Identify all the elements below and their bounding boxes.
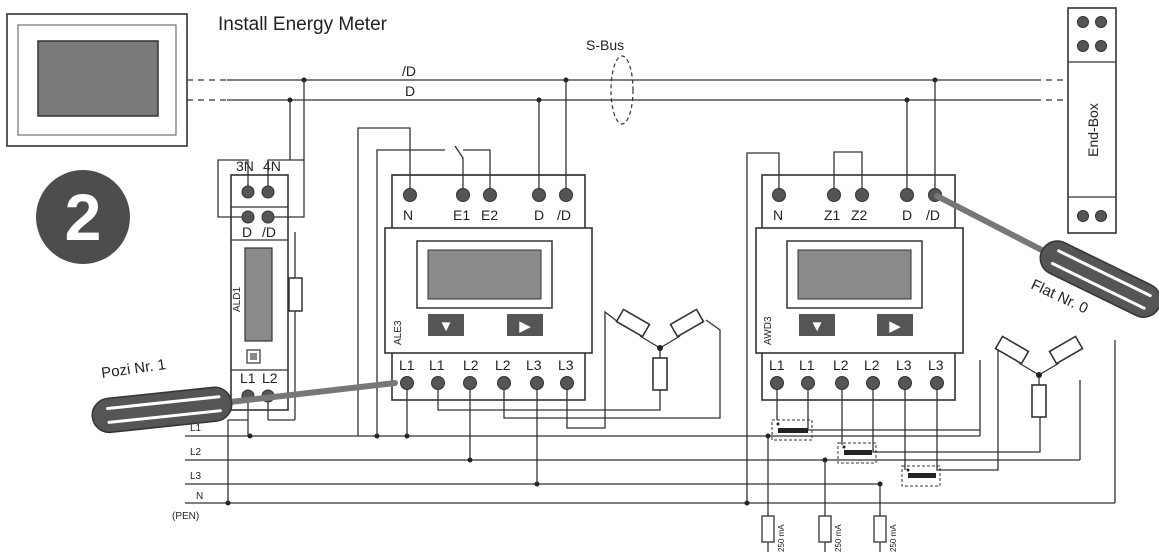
ale3-term-nd-label: /D: [557, 207, 571, 223]
ale3-term-l2b-label: L2: [495, 357, 511, 373]
current-transformers: [771, 419, 941, 487]
ald1-resistor: [288, 277, 303, 312]
end-box-frame: [1067, 7, 1117, 234]
line-l3-label: L3: [190, 471, 202, 482]
fuse-3-rating: 250 mA: [889, 524, 898, 552]
ald1-module: 3N 4N D /D ALD1 L1 L2: [217, 80, 305, 503]
ale3-btn-down-glyph: ▼: [439, 318, 454, 335]
display-screen: [37, 40, 159, 117]
step-badge: [36, 170, 130, 264]
bus-lines: /D D S-Bus: [187, 37, 1068, 125]
fuse-1: [761, 515, 775, 543]
screwdriver-flat: Flat Nr. 0: [934, 193, 1159, 318]
line-n-label: N: [196, 491, 203, 502]
ale3-term-l1a-label: L1: [399, 357, 415, 373]
ale3-load-star: [615, 308, 705, 391]
awd3-term-z2-label: Z2: [851, 207, 868, 223]
awd3-module: N Z1 Z2 D /D ▼ ▶ AWD3 L1 L1 L2 L2 L3 L3: [746, 80, 1041, 503]
awd3-term-l1b-label: L1: [799, 357, 815, 373]
display-frame-inner: [17, 24, 177, 136]
awd3-btn-right-glyph: ▶: [889, 318, 901, 335]
awd3-btn-down-glyph: ▼: [810, 318, 825, 335]
screwdriver-flat-handle: [1039, 240, 1159, 318]
ale3-term-l3a-label: L3: [526, 357, 542, 373]
awd3-btn-down: [799, 314, 835, 336]
awd3-term-l2a-label: L2: [833, 357, 849, 373]
fuse-1-rating: 250 mA: [777, 524, 786, 552]
fuses: 250 mA 250 mA 250 mA: [761, 436, 898, 552]
ald1-term-3n-label: 3N: [236, 158, 254, 174]
end-box-label: End-Box: [1085, 103, 1101, 157]
ald1-term-l2-label: L2: [262, 370, 278, 386]
ale3-term-l2a-label: L2: [463, 357, 479, 373]
awd3-name: AWD3: [763, 316, 774, 345]
ale3-term-l1b-label: L1: [429, 357, 445, 373]
awd3-btn-right: [877, 314, 913, 336]
ale3-term-e1-label: E1: [453, 207, 470, 223]
ald1-name: ALD1: [232, 287, 243, 312]
screwdriver-pozi-shaft: [227, 380, 398, 405]
fuse-3: [873, 515, 887, 543]
ald1-display: [244, 247, 273, 342]
ald1-term-nd-label: /D: [262, 224, 276, 240]
sbus-label: S-Bus: [586, 37, 624, 53]
ale3-name: ALE3: [393, 320, 404, 345]
line-pen-label: (PEN): [172, 511, 199, 522]
awd3-term-l3b-label: L3: [928, 357, 944, 373]
awd3-term-l3a-label: L3: [896, 357, 912, 373]
bus-line-nd-label: /D: [402, 63, 416, 79]
awd3-term-l2b-label: L2: [864, 357, 880, 373]
screwdriver-pozi-handle: [91, 386, 233, 434]
awd3-display: [797, 249, 912, 300]
ale3-display: [427, 249, 542, 300]
ale3-term-l3b-label: L3: [558, 357, 574, 373]
phase-lines: L1 L2 L3 N (PEN): [172, 340, 1116, 522]
awd3-term-l1a-label: L1: [769, 357, 785, 373]
ale3-module: N E1 E2 D /D ▼ ▶ ALE3 L1 L1 L2 L2 L3 L3: [357, 80, 721, 484]
ale3-term-e2-label: E2: [481, 207, 498, 223]
line-l2-label: L2: [190, 447, 202, 458]
awd3-term-z1-label: Z1: [824, 207, 841, 223]
step-number: 2: [65, 180, 102, 254]
ald1-term-d-label: D: [242, 224, 252, 240]
end-box: End-Box: [1067, 7, 1117, 234]
awd3-term-n-label: N: [773, 207, 783, 223]
ald1-term-l1-label: L1: [240, 370, 256, 386]
ale3-btn-right-glyph: ▶: [519, 318, 531, 335]
fuse-2-rating: 250 mA: [834, 524, 843, 552]
awd3-load-star: [994, 335, 1084, 418]
line-l1-label: L1: [190, 423, 202, 434]
awd3-term-nd-label: /D: [926, 207, 940, 223]
ale3-btn-right: [507, 314, 543, 336]
screwdriver-pozi-label: Pozi Nr. 1: [100, 356, 167, 382]
sbus-marker: [610, 55, 634, 125]
page-title: Install Energy Meter: [218, 14, 388, 35]
display-panel: [6, 13, 188, 147]
fuse-2: [818, 515, 832, 543]
ale3-btn-down: [428, 314, 464, 336]
ale3-term-d-label: D: [534, 207, 544, 223]
ale3-term-n-label: N: [403, 207, 413, 223]
bus-line-d-label: D: [405, 83, 415, 99]
awd3-term-d-label: D: [902, 207, 912, 223]
